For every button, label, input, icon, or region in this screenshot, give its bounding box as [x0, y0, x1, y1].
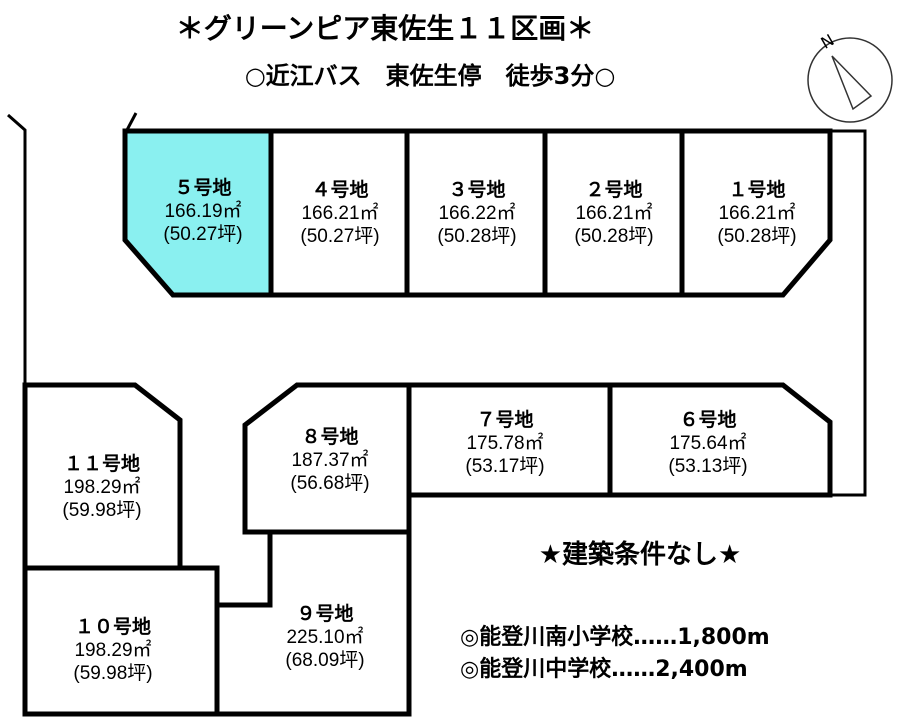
lot-name: ５号地 [174, 176, 231, 199]
lot-tsubo: (50.28坪) [717, 225, 796, 247]
lot-tsubo: (56.68坪) [290, 472, 369, 494]
lot-tsubo: (68.09坪) [285, 649, 364, 671]
lot-tsubo: (59.98坪) [62, 499, 141, 521]
lot-area: 198.29㎡ [63, 475, 140, 498]
lot-tsubo: (50.27坪) [163, 223, 242, 245]
lot-tsubo: (53.17坪) [465, 455, 544, 477]
lot-7-label: ７号地 175.78㎡ (53.17坪) [465, 408, 544, 477]
road-edge-right [830, 129, 867, 497]
lot-name: １号地 [728, 178, 785, 201]
lot-name: １０号地 [75, 615, 151, 638]
lot-tsubo: (59.98坪) [73, 662, 152, 684]
lot-area: 166.21㎡ [718, 201, 795, 224]
lot-name: ２号地 [585, 178, 642, 201]
road-edge-tick [125, 112, 138, 131]
lot-4-label: ４号地 166.21㎡ (50.27坪) [300, 178, 379, 247]
lot-11[interactable] [22, 382, 183, 571]
lot-1-label: １号地 166.21㎡ (50.28坪) [717, 178, 796, 247]
lot-area: 175.64㎡ [669, 431, 746, 454]
lot-area: 198.29㎡ [74, 638, 151, 661]
lot-tsubo: (50.28坪) [437, 225, 516, 247]
lot-10-label: １０号地 198.29㎡ (59.98坪) [73, 615, 152, 684]
lot-name: ４号地 [311, 178, 368, 201]
lot-area: 175.78㎡ [466, 431, 543, 454]
lot-8[interactable] [242, 382, 412, 535]
lot-9-label: ９号地 225.10㎡ (68.09坪) [285, 602, 364, 671]
lot-5-label: ５号地 166.19㎡ (50.27坪) [163, 176, 242, 245]
lot-8-label: ８号地 187.37㎡ (56.68坪) [290, 425, 369, 494]
school-distance-elementary: ◎能登川南小学校……1,800m [460, 624, 770, 650]
lot-name: ７号地 [476, 408, 533, 431]
lot-11-label: １１号地 198.29㎡ (59.98坪) [62, 452, 141, 521]
school-distance-junior-high: ◎能登川中学校……2,400m [460, 656, 748, 682]
lot-tsubo: (53.13坪) [668, 455, 747, 477]
lot-name: ９号地 [296, 602, 353, 625]
lot-area: 166.21㎡ [301, 201, 378, 224]
lot-tsubo: (50.27坪) [300, 225, 379, 247]
lot-3-label: ３号地 166.22㎡ (50.28坪) [437, 178, 516, 247]
road-edge-left [7, 113, 27, 385]
building-condition-note: ★建築条件なし★ [539, 539, 742, 570]
lot-2-label: ２号地 166.21㎡ (50.28坪) [574, 178, 653, 247]
lot-area: 225.10㎡ [286, 625, 363, 648]
lot-area: 187.37㎡ [291, 448, 368, 471]
lot-name: ３号地 [448, 178, 505, 201]
lot-name: ６号地 [679, 408, 736, 431]
compass-icon: N [807, 30, 893, 123]
lot-area: 166.19㎡ [164, 199, 241, 222]
lot-name: ８号地 [301, 425, 358, 448]
lot-5[interactable] [122, 128, 274, 298]
lot-name: １１号地 [64, 452, 140, 475]
lot-area: 166.21㎡ [575, 201, 652, 224]
lot-tsubo: (50.28坪) [574, 225, 653, 247]
lot-6-label: ６号地 175.64㎡ (53.13坪) [668, 408, 747, 477]
plan-title: ＊グリーンピア東佐生１１区画＊ [176, 12, 595, 45]
lot-area: 166.22㎡ [438, 201, 515, 224]
bus-access: ○近江バス 東佐生停 徒歩3分○ [245, 62, 616, 90]
